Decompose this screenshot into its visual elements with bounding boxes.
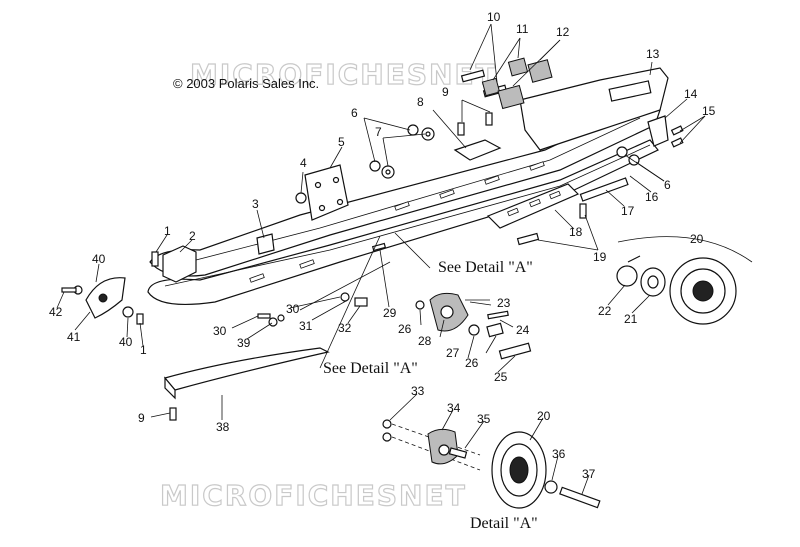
callout-28: 28 (418, 334, 432, 348)
slide-38 (163, 347, 330, 391)
callout-16: 16 (645, 190, 659, 204)
nut-4 (295, 192, 307, 204)
callout-2: 2 (189, 229, 196, 243)
callout-23: 23 (497, 296, 511, 310)
callout-6b: 6 (664, 178, 671, 192)
callout-30b: 30 (213, 324, 227, 338)
callout-21: 21 (624, 312, 638, 326)
callout-12: 12 (556, 25, 570, 39)
bolt-19b (579, 203, 587, 219)
callout-39: 39 (237, 336, 251, 350)
copyright-text: © 2003 Polaris Sales Inc. (173, 76, 319, 91)
callout-40a: 40 (92, 252, 106, 266)
bracket-14 (647, 115, 669, 147)
callout-34: 34 (447, 401, 461, 415)
callout-26b: 26 (465, 356, 479, 370)
callout-29: 29 (383, 306, 397, 320)
callout-18: 18 (569, 225, 583, 239)
watermark-top: MICROFICHESNET (190, 58, 497, 91)
idler-wheel-20-upper (616, 236, 753, 325)
leader-lines (56, 23, 706, 495)
callout-30a: 30 (286, 302, 300, 316)
callout-26a: 26 (398, 322, 412, 336)
callout-27: 27 (446, 346, 460, 360)
front-tip-assembly (61, 277, 134, 319)
wheel-bracket-assembly (415, 292, 532, 360)
callout-14: 14 (684, 87, 698, 101)
callout-32: 32 (338, 321, 352, 335)
see-detail-a-lower: See Detail "A" (323, 360, 418, 377)
callout-22: 22 (598, 304, 612, 318)
callout-38: 38 (216, 420, 230, 434)
callout-24: 24 (516, 323, 530, 337)
callout-8: 8 (417, 95, 424, 109)
callout-1b: 1 (140, 343, 147, 357)
see-detail-a-upper: See Detail "A" (438, 259, 533, 276)
callout-36: 36 (552, 447, 566, 461)
callout-9a: 9 (442, 85, 449, 99)
cap-8 (453, 139, 502, 161)
callout-10: 10 (487, 10, 501, 24)
washers-6-7 (369, 124, 640, 179)
callout-31: 31 (299, 319, 313, 333)
callout-numbers: 10 11 12 13 9 8 6 7 5 4 14 15 6 16 17 3 … (49, 10, 716, 481)
bolts-15 (670, 125, 684, 148)
callout-3: 3 (252, 197, 259, 211)
callout-4: 4 (300, 156, 307, 170)
callout-7: 7 (375, 125, 382, 139)
screw-1b (136, 313, 144, 325)
callout-37: 37 (582, 467, 596, 481)
callout-9b: 9 (138, 411, 145, 425)
detail-a-label: Detail "A" (470, 515, 538, 532)
callout-11: 11 (516, 22, 529, 36)
upper-mount-parts (457, 57, 553, 136)
callout-6a: 6 (351, 106, 358, 120)
screw-1a (151, 251, 159, 267)
callout-42: 42 (49, 305, 63, 319)
callout-15: 15 (702, 104, 716, 118)
callout-1a: 1 (164, 224, 171, 238)
callout-13: 13 (646, 47, 660, 61)
callout-17: 17 (621, 204, 635, 218)
small-fasteners (257, 242, 387, 327)
block-2 (162, 245, 197, 283)
callout-5: 5 (338, 135, 345, 149)
axle-17 (579, 177, 629, 202)
callout-35: 35 (477, 412, 491, 426)
clip-3 (256, 233, 275, 255)
detail-a-assembly (382, 419, 601, 509)
callout-41: 41 (67, 330, 81, 344)
watermark-bottom: MICROFICHESNET (160, 479, 467, 512)
bolt-19a (516, 232, 540, 246)
callout-33: 33 (411, 384, 425, 398)
callout-20b: 20 (537, 409, 551, 423)
callout-25: 25 (494, 370, 508, 384)
callout-40b: 40 (119, 335, 133, 349)
callout-20a: 20 (690, 232, 704, 246)
rail-assembly (147, 67, 669, 306)
callout-19: 19 (593, 250, 607, 264)
